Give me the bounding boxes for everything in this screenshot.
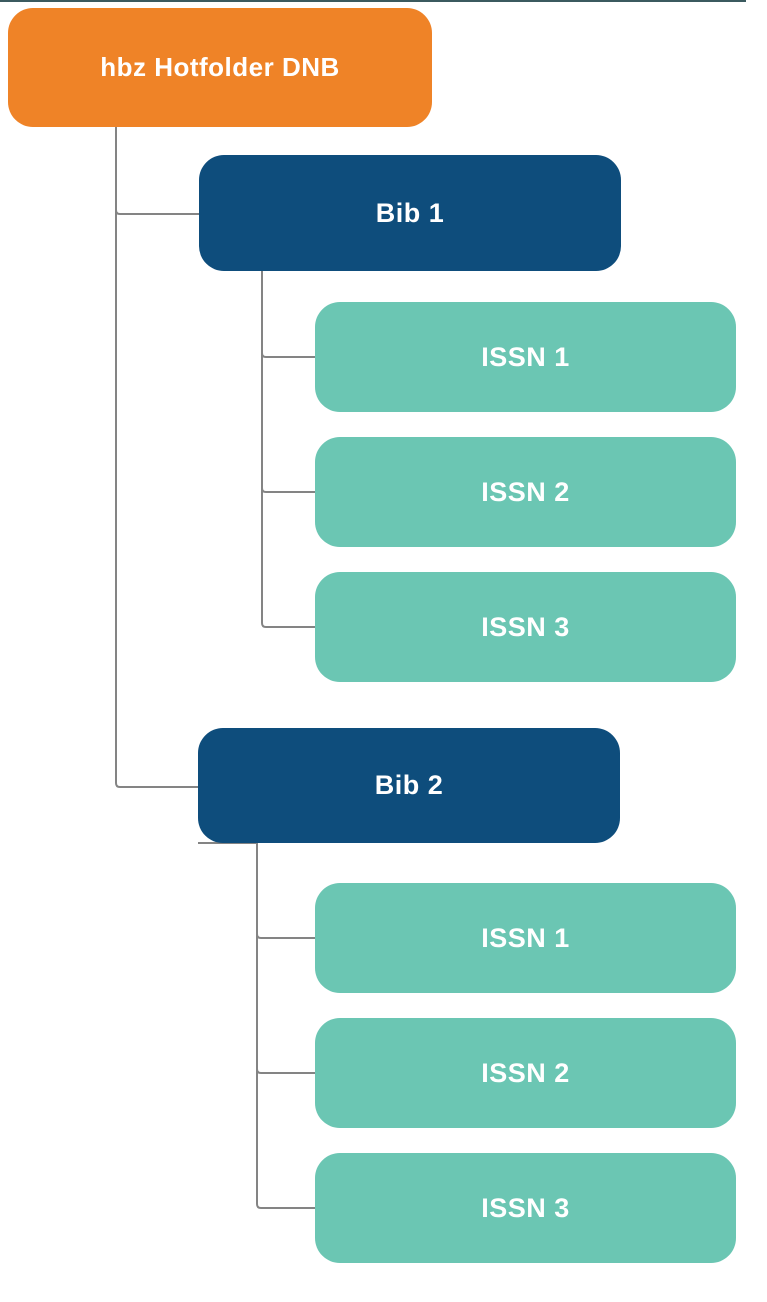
node-bib1: Bib 1 — [199, 155, 621, 271]
connector-bib2-to-issn3 — [256, 843, 315, 1209]
node-bib1-issn1: ISSN 1 — [315, 302, 736, 412]
node-bib1-issn3-label: ISSN 3 — [481, 611, 570, 642]
node-bib1-issn1-label: ISSN 1 — [481, 341, 570, 372]
node-root-label: hbz Hotfolder DNB — [100, 52, 340, 82]
connector-bib1-to-issn3 — [261, 271, 315, 628]
top-edge-divider — [0, 0, 746, 2]
node-bib2-issn1-label: ISSN 1 — [481, 922, 570, 953]
node-bib1-issn2: ISSN 2 — [315, 437, 736, 547]
connector-bib1-to-issn1 — [261, 271, 315, 358]
node-bib1-issn3: ISSN 3 — [315, 572, 736, 682]
node-bib2-label: Bib 2 — [374, 770, 444, 800]
connector-root-to-bib1 — [115, 127, 199, 215]
node-bib2-issn1: ISSN 1 — [315, 883, 736, 993]
node-bib2-issn2: ISSN 2 — [315, 1018, 736, 1128]
node-bib1-label: Bib 1 — [375, 197, 445, 228]
node-root: hbz Hotfolder DNB — [8, 8, 432, 127]
connector-bib1-to-issn2 — [261, 271, 315, 493]
node-bib1-issn2-label: ISSN 2 — [481, 476, 570, 507]
connector-root-to-bib2 — [115, 127, 198, 788]
connector-bib2-to-issn1 — [256, 843, 315, 939]
connector-bib2-to-issn2 — [256, 843, 315, 1074]
node-bib2: Bib 2 — [198, 728, 620, 843]
node-bib2-issn3: ISSN 3 — [315, 1153, 736, 1263]
node-bib2-issn3-label: ISSN 3 — [481, 1192, 570, 1223]
node-bib2-issn2-label: ISSN 2 — [481, 1057, 570, 1088]
